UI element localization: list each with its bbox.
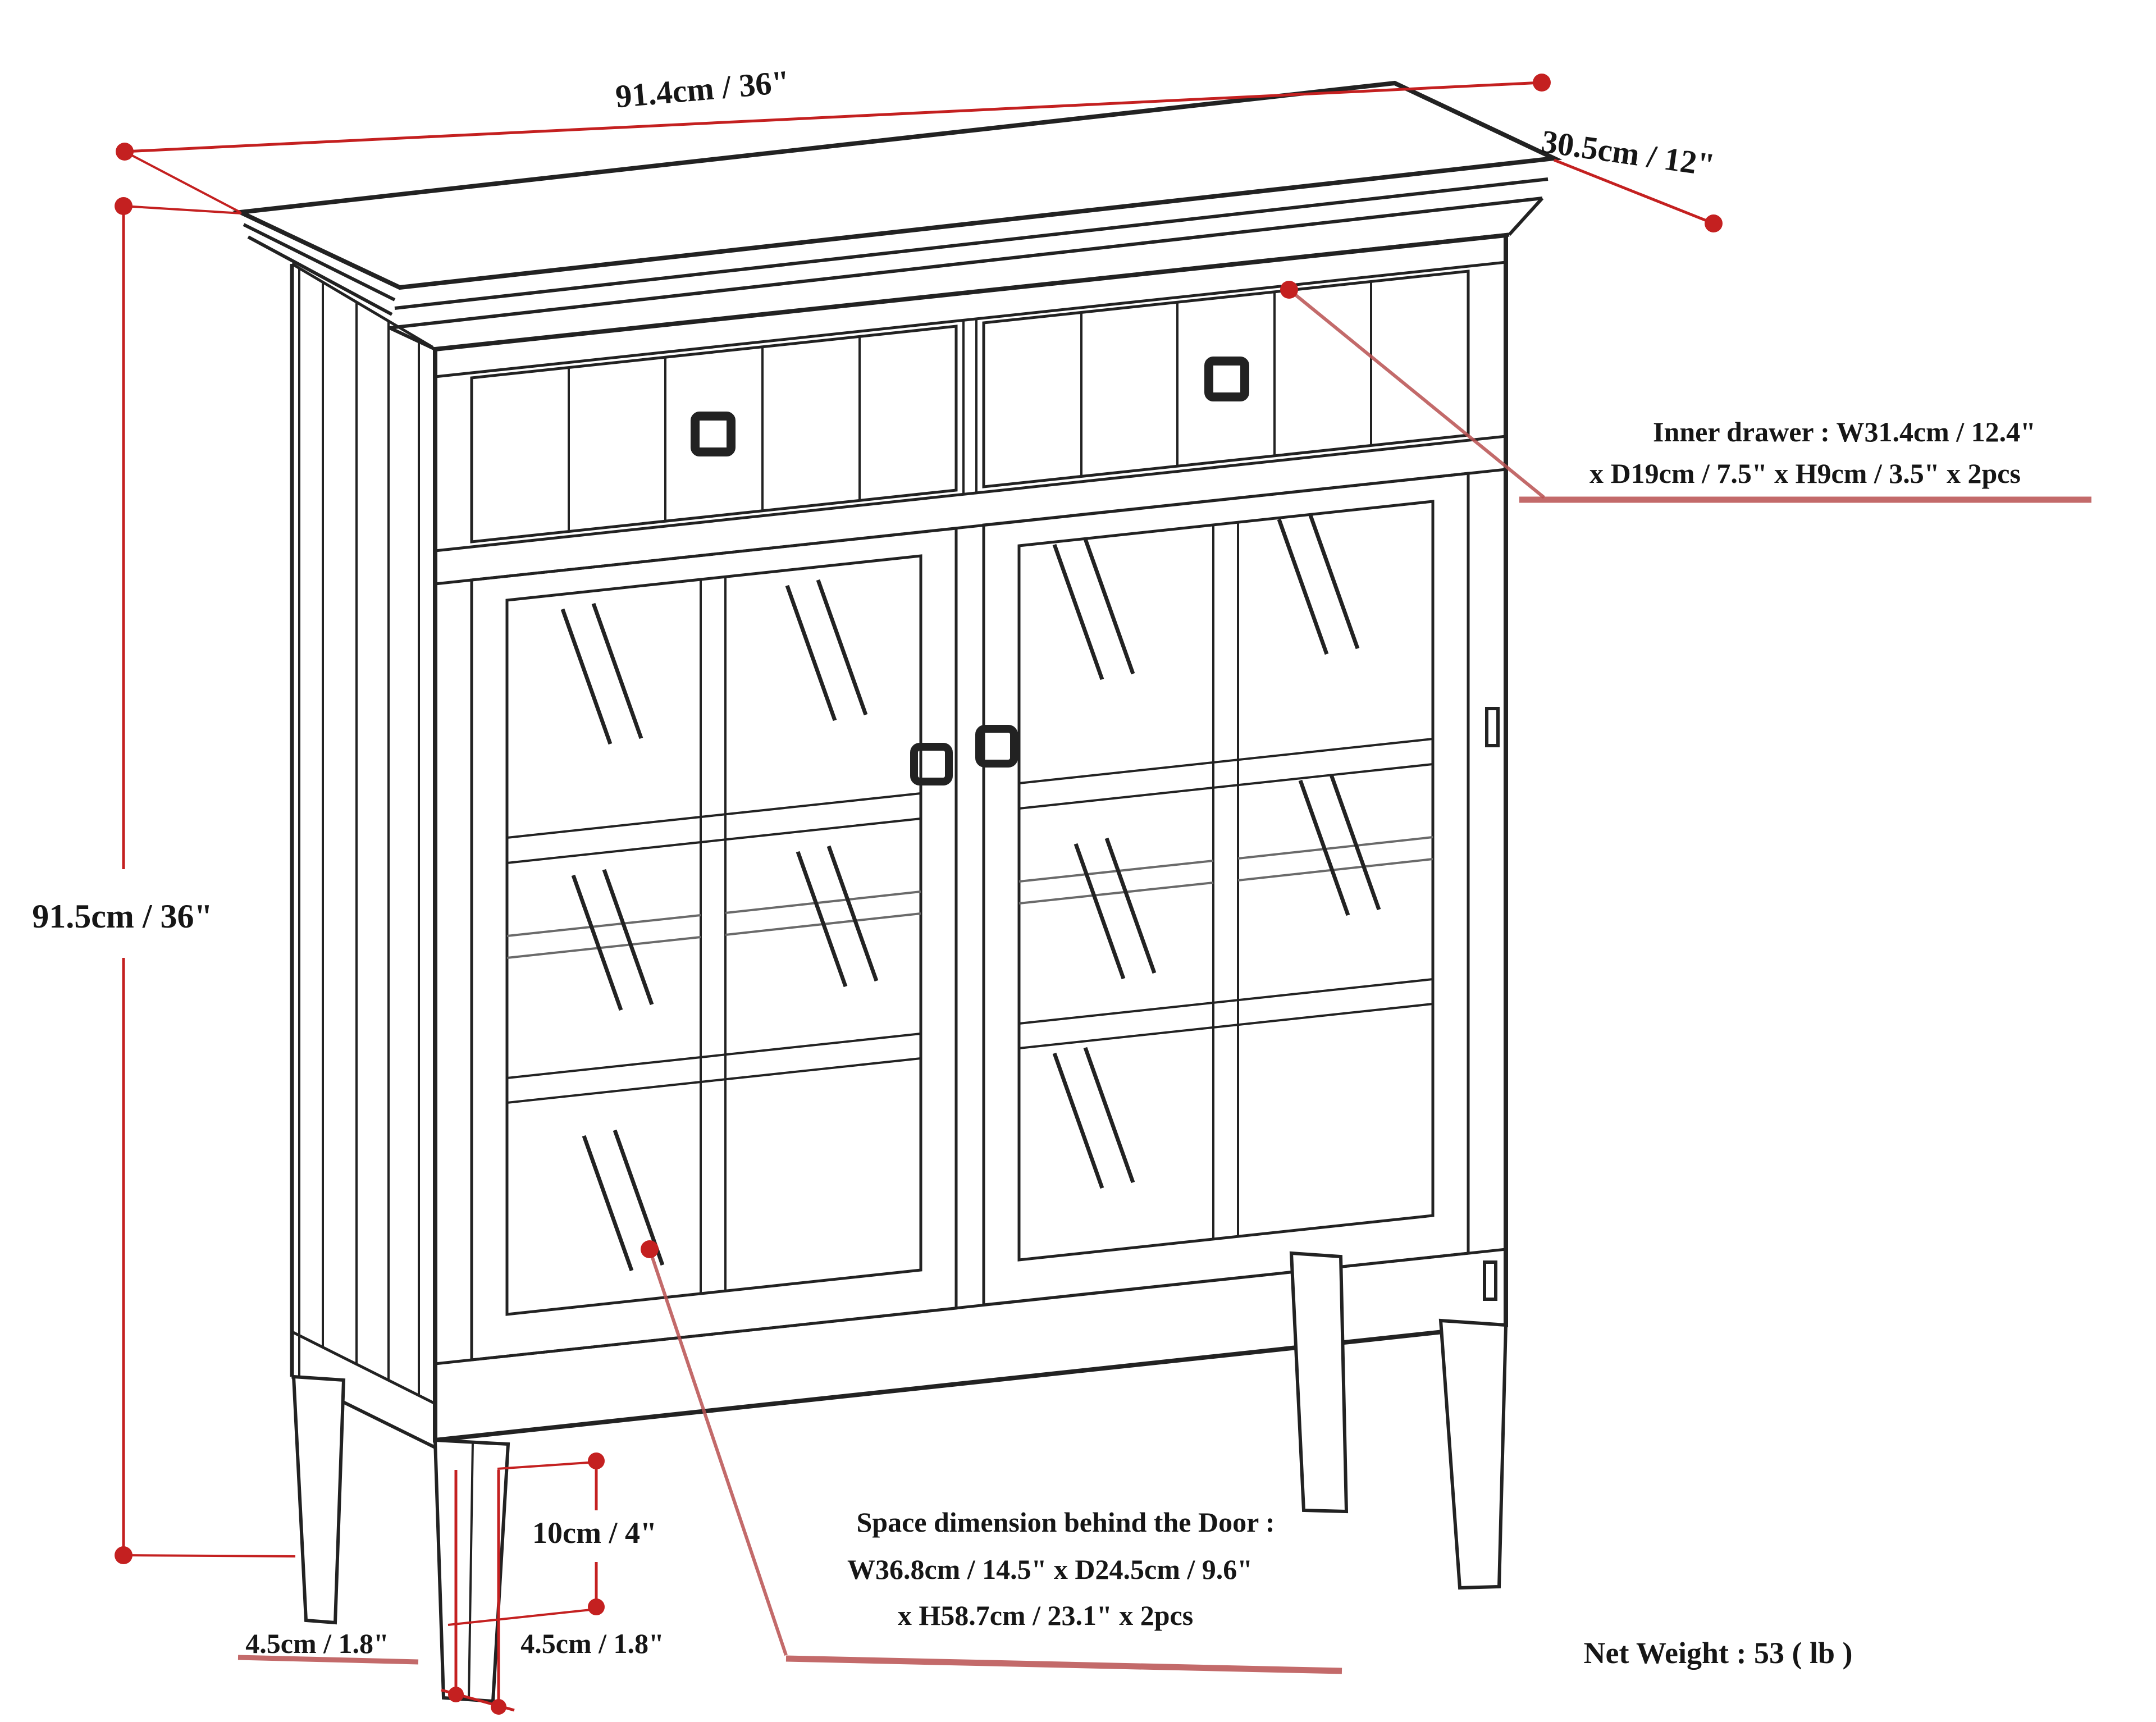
callout-dot xyxy=(1280,281,1298,299)
door-space-label-line3: x H58.7cm / 23.1" x 2pcs xyxy=(898,1600,1193,1631)
dimension-endpoint-dot xyxy=(448,1687,464,1702)
front-leg-width-label: 4.5cm / 1.8" xyxy=(520,1628,664,1659)
depth-dimension: 30.5cm / 12" xyxy=(1539,123,1723,232)
dimension-endpoint-dot xyxy=(116,143,134,161)
height-dimension-label: 91.5cm / 36" xyxy=(32,898,213,935)
inner-drawer-label-line2: x D19cm / 7.5" x H9cm / 3.5" x 2pcs xyxy=(1589,458,2021,489)
door-space-label-line2: W36.8cm / 14.5" x D24.5cm / 9.6" xyxy=(847,1554,1253,1585)
front-leg-width-dimension: 4.5cm / 1.8" xyxy=(441,1470,664,1715)
dimension-endpoint-dot xyxy=(588,1598,605,1615)
leg-back-left xyxy=(291,1374,346,1625)
glass-shine-marks xyxy=(560,513,1381,1272)
leg-back-right xyxy=(1289,1251,1349,1514)
dimension-endpoint-dot xyxy=(115,1546,133,1564)
drawer-knob-right xyxy=(1204,357,1249,401)
dimension-endpoint-dot xyxy=(115,197,133,215)
height-dimension: 91.5cm / 36" xyxy=(32,197,296,1564)
width-dimension-label: 91.4cm / 36" xyxy=(614,63,791,115)
drawer-knob-left xyxy=(691,412,736,456)
front-face xyxy=(433,232,1508,1443)
leg-height-dimension: 10cm / 4" xyxy=(447,1452,657,1626)
dimension-endpoint-dot xyxy=(491,1699,506,1715)
door-handle-left xyxy=(910,743,953,785)
interior-shelf-lines xyxy=(506,836,1433,959)
drawer-left xyxy=(470,325,958,543)
leg-height-label: 10cm / 4" xyxy=(532,1516,657,1550)
dimension-annotations: 91.4cm / 36" 30.5cm / 12" 91.5cm / 36" xyxy=(32,63,2091,1715)
depth-dimension-label: 30.5cm / 12" xyxy=(1539,123,1717,184)
side-battens xyxy=(322,283,420,1395)
inner-drawer-callout: Inner drawer : W31.4cm / 12.4" x D19cm /… xyxy=(1280,281,2091,503)
door-space-callout: Space dimension behind the Door : W36.8c… xyxy=(641,1240,1342,1674)
side-leg-width-dimension: 4.5cm / 1.8" xyxy=(237,1628,419,1665)
hinge-marks xyxy=(1483,707,1500,1301)
door-handle-right xyxy=(975,725,1018,768)
cabinet-line-art xyxy=(232,80,1563,1703)
door-left xyxy=(470,527,958,1362)
leg-front-left xyxy=(433,1438,510,1703)
dimension-endpoint-dot xyxy=(588,1452,605,1469)
side-leg-width-label: 4.5cm / 1.8" xyxy=(245,1628,389,1659)
left-side-panel xyxy=(290,262,436,1449)
dimension-endpoint-dot xyxy=(1705,214,1723,232)
net-weight-label: Net Weight : 53 ( lb ) xyxy=(1584,1636,1853,1670)
callout-dot xyxy=(641,1240,659,1258)
dimension-endpoint-dot xyxy=(1533,74,1551,92)
leg-front-right xyxy=(1438,1318,1508,1590)
door-space-label-line1: Space dimension behind the Door : xyxy=(856,1506,1275,1538)
inner-drawer-label-line1: Inner drawer : W31.4cm / 12.4" xyxy=(1653,416,2036,447)
